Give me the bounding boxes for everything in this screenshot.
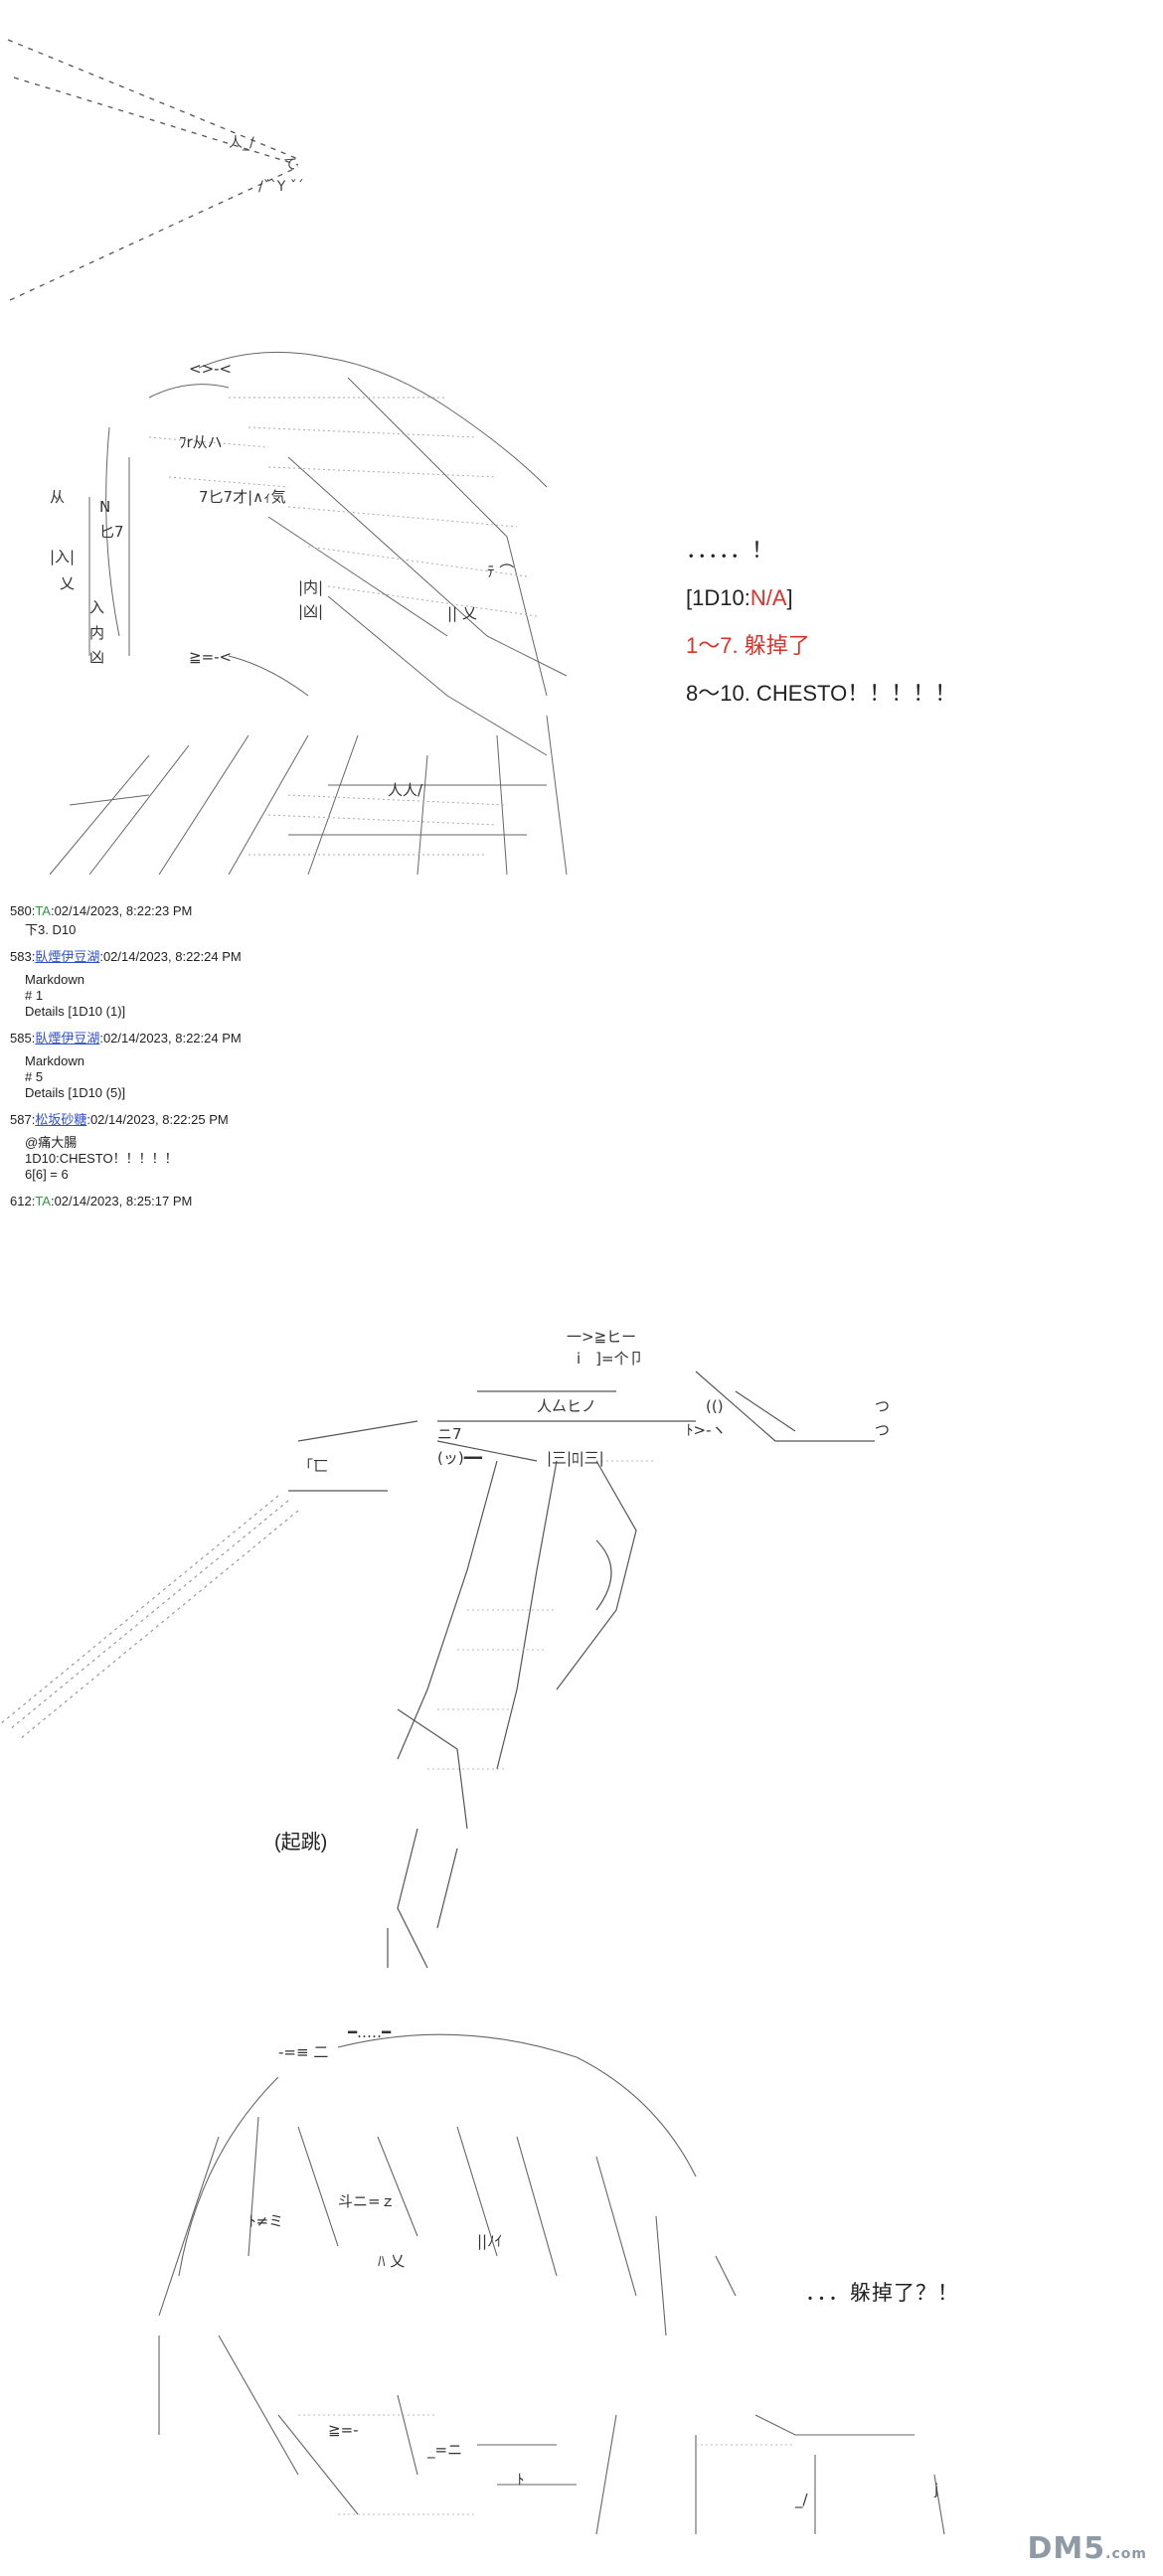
caption-dodged: ．．．躲掉了？！ (805, 2282, 959, 2305)
post-header: 612:TA:02/14/2023, 8:25:17 PM (10, 1191, 706, 1212)
svg-text:|内|: |内| (298, 578, 323, 596)
svg-text:_/: _/ (794, 2491, 809, 2509)
svg-text:ﾊ 乂: ﾊ 乂 (378, 2252, 405, 2270)
svg-text:ニ7: ニ7 (437, 1425, 462, 1443)
caption-jump: (起跳) (274, 1832, 328, 1853)
svg-text:ﾃ ⌒: ﾃ ⌒ (487, 563, 514, 580)
ascii-art-speed-lines: 人_/ て /ˇ`Y ˇ´ (0, 20, 338, 308)
svg-text:<>-<: <>-< (189, 360, 232, 378)
post-item: 580:TA:02/14/2023, 8:22:23 PM 下3. D10 (10, 900, 706, 938)
svg-text:i ]=个卩: i ]=个卩 (577, 1350, 644, 1368)
post-number: 587: (10, 1112, 36, 1127)
svg-text:_=ニ: _=ニ (426, 2441, 462, 2460)
site-watermark: DM5.com (1027, 2531, 1147, 2566)
post-author-link[interactable]: 臥煙伊豆湖 (35, 949, 100, 964)
post-author: TA (35, 903, 51, 918)
svg-text:一>≧ヒー: 一>≧ヒー (567, 1328, 636, 1346)
svg-text:つ: つ (875, 1421, 890, 1439)
svg-text:ﾄ>-ヽ: ﾄ>-ヽ (686, 1421, 726, 1439)
post-body: @痛大腸 1D10:CHESTO！！！！！ 6[6] = 6 (25, 1135, 178, 1182)
svg-text:凶: 凶 (89, 648, 104, 666)
post-author-link[interactable]: 臥煙伊豆湖 (35, 1031, 100, 1046)
svg-text:/ˇ`Y ˇ´: /ˇ`Y ˇ´ (258, 179, 304, 195)
post-header: 585:臥煙伊豆湖:02/14/2023, 8:22:24 PM (10, 1028, 706, 1049)
svg-text:ﾄ: ﾄ (517, 2471, 525, 2489)
svg-text:|| 乂: || 乂 (447, 604, 477, 622)
dialog-line-dice: [1D10:N/A] (686, 585, 793, 610)
dialog-line-option-1: 1～7. 躲掉了 (686, 633, 810, 658)
svg-text:人人/: 人人/ (388, 781, 423, 799)
svg-text:━…‥━: ━…‥━ (347, 2023, 392, 2041)
post-header: 583:臥煙伊豆湖:02/14/2023, 8:22:24 PM (10, 946, 706, 968)
svg-text:「匸: 「匸 (298, 1457, 328, 1475)
svg-text:内: 内 (89, 624, 104, 642)
post-body: Markdown # 1 Details [1D10 (1)] (25, 972, 126, 1019)
dice-dialog: ．．．．．！ [1D10:N/A] 1～7. 躲掉了 8～10. CHESTO！… (686, 527, 956, 718)
svg-text:人厶ヒノ: 人厶ヒノ (537, 1397, 596, 1415)
post-number: 585: (10, 1031, 36, 1046)
svg-text:|入|: |入| (50, 548, 75, 565)
svg-text:|三|ﾛ|三|: |三|ﾛ|三| (547, 1449, 604, 1467)
post-body: Markdown # 5 Details [1D10 (5)] (25, 1053, 126, 1100)
svg-text:(ッ)━━: (ッ)━━ (437, 1449, 483, 1467)
svg-text:ﾄ≠ミ: ﾄ≠ミ (249, 2212, 283, 2230)
svg-text:入: 入 (89, 598, 104, 616)
svg-text:≧=-<: ≧=-< (189, 648, 232, 666)
svg-text:((): (() (706, 1397, 724, 1415)
post-item: 587:松坂砂糖:02/14/2023, 8:22:25 PM @痛大腸 1D1… (10, 1109, 706, 1183)
post-number: 612: (10, 1194, 36, 1208)
post-item: 585:臥煙伊豆湖:02/14/2023, 8:22:24 PM Markdow… (10, 1028, 706, 1101)
post-number: 583: (10, 949, 36, 964)
svg-text:人_/: 人_/ (229, 135, 254, 151)
svg-text:|凶|: |凶| (298, 602, 323, 620)
ascii-art-figure-1: <>-< ﾌr从ハ 7匕7才|∧ｨ気 从 N 匕7 |入| 乂 入 内 凶 ≧=… (30, 338, 586, 885)
svg-text:ﾌr从ハ: ﾌr从ハ (179, 433, 223, 451)
post-item: 583:臥煙伊豆湖:02/14/2023, 8:22:24 PM Markdow… (10, 946, 706, 1020)
svg-text:つ: つ (875, 1397, 890, 1415)
post-number: 580: (10, 903, 36, 918)
post-date: :02/14/2023, 8:22:23 PM (50, 903, 193, 918)
ascii-art-face: ━…‥━ -=≡ 二 斗ニ=ｚ ﾄ≠ミ ﾊ 乂 ||ﾉｲ ≧=- _=ニ ﾄ _… (99, 2017, 954, 2564)
svg-text:从: 从 (50, 488, 65, 506)
post-date: :02/14/2023, 8:22:25 PM (86, 1112, 229, 1127)
ascii-art-jumping-figure: 一>≧ヒー i ]=个卩 人厶ヒノ (() ニ7 ﾄ>-ヽ つ つ 「匸 (ッ)… (0, 1312, 914, 1988)
post-date: :02/14/2023, 8:25:17 PM (50, 1194, 193, 1208)
svg-text:斗ニ=ｚ: 斗ニ=ｚ (338, 2192, 396, 2210)
svg-text:7匕7才|∧ｨ気: 7匕7才|∧ｨ気 (199, 488, 286, 506)
post-date: :02/14/2023, 8:22:24 PM (99, 1031, 242, 1046)
dice-result-value: N/A (749, 585, 787, 610)
svg-text:≧=-: ≧=- (328, 2421, 359, 2439)
svg-text:匕7: 匕7 (99, 523, 124, 541)
dialog-line-option-2: 8～10. CHESTO！！！！！ (686, 681, 957, 706)
dialog-line-ellipsis: ．．．．．！ (686, 538, 774, 563)
svg-text:||ﾉｲ: ||ﾉｲ (477, 2232, 502, 2250)
post-header: 580:TA:02/14/2023, 8:22:23 PM (10, 900, 706, 922)
svg-text:j: j (933, 2481, 938, 2498)
svg-text:N: N (99, 498, 110, 516)
svg-text:て: て (283, 157, 297, 173)
post-author-link[interactable]: 松坂砂糖 (35, 1112, 87, 1127)
post-date: :02/14/2023, 8:22:24 PM (99, 949, 242, 964)
post-body: 下3. D10 (25, 922, 77, 937)
post-header: 587:松坂砂糖:02/14/2023, 8:22:25 PM (10, 1109, 706, 1131)
svg-text:乂: 乂 (60, 574, 75, 592)
svg-text:-=≡ 二: -=≡ 二 (278, 2043, 328, 2061)
post-item: 612:TA:02/14/2023, 8:25:17 PM (10, 1191, 706, 1212)
post-list: 580:TA:02/14/2023, 8:22:23 PM 下3. D10 58… (10, 900, 706, 1212)
post-author: TA (35, 1194, 51, 1208)
